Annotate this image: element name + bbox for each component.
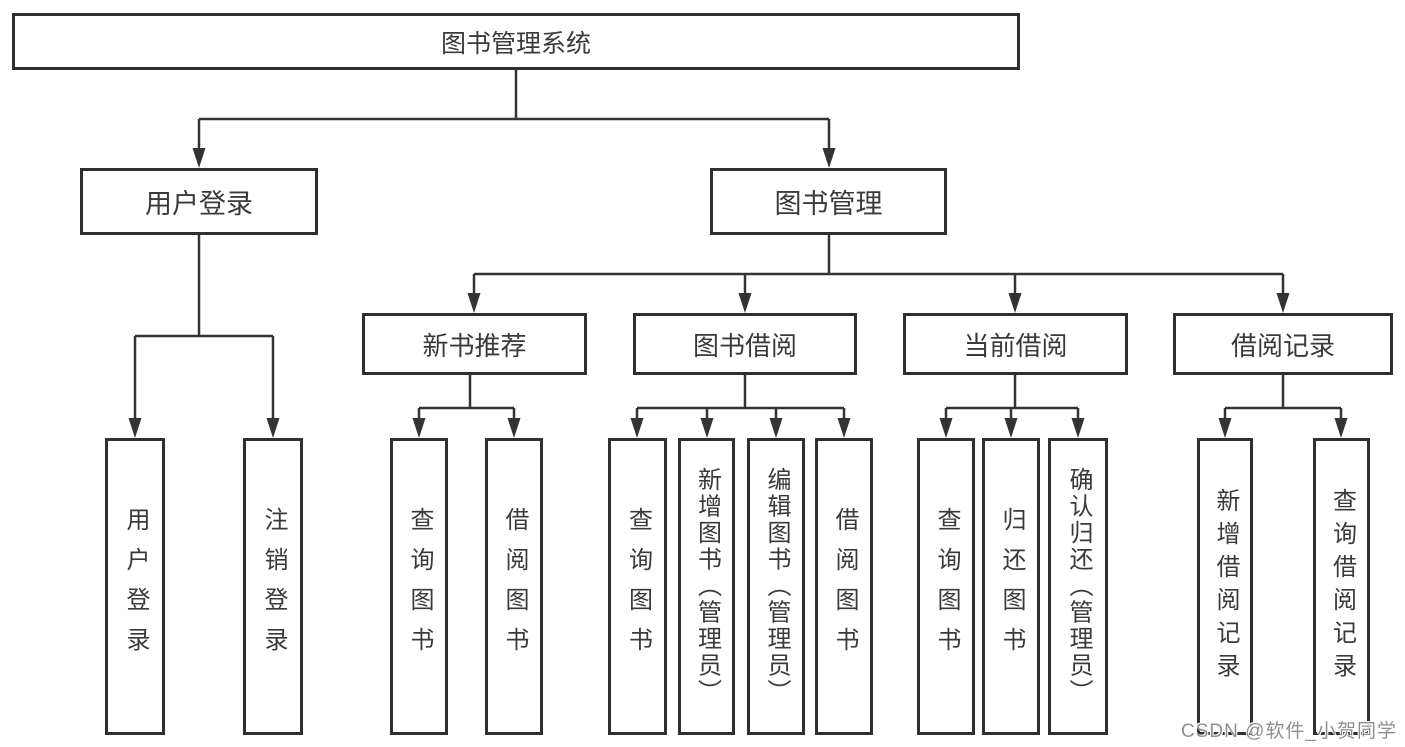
arrow-book-management (822, 148, 836, 168)
node-label: 用户登录 (122, 506, 149, 667)
leaf-logout-login: 注销登录 (243, 438, 303, 735)
node-label: 新书推荐 (422, 330, 527, 361)
node-book-management: 图书管理 (710, 168, 947, 235)
arrow-add-record (1218, 418, 1232, 438)
node-label: 当前借阅 (963, 330, 1068, 361)
node-label: 用户登录 (145, 189, 253, 219)
leaf-edit-books-admin: 编辑图书（管理员） (747, 438, 805, 735)
arrow-add-books (700, 418, 714, 438)
arrow-leaf-logout (266, 418, 280, 438)
leaf-confirm-return-admin: 确认归还（管理员） (1048, 438, 1108, 735)
node-label: 借阅图书 (501, 506, 528, 667)
leaf-borrow-books-under-book-borrow: 借阅图书 (815, 438, 873, 735)
arrow-leaf-user-login (128, 418, 142, 438)
leaf-query-borrow-record: 查询借阅记录 (1313, 438, 1370, 735)
node-label: 查询图书 (933, 506, 960, 667)
node-label: 查询借阅记录 (1328, 487, 1356, 686)
arrow-borrow-records (1276, 293, 1290, 313)
node-label: 图书管理 (774, 189, 883, 219)
csdn-watermark: CSDN @软件_小贺同学 (1181, 721, 1397, 742)
leaf-add-borrow-record: 新增借阅记录 (1197, 438, 1253, 735)
node-label: 查询图书 (624, 506, 652, 667)
leaf-query-books-under-current-borrow: 查询图书 (917, 438, 975, 735)
node-label: 注销登录 (260, 506, 287, 667)
node-label: 归还图书 (998, 506, 1025, 667)
leaf-query-books-under-book-borrow: 查询图书 (608, 438, 667, 735)
node-book-borrow: 图书借阅 (633, 313, 857, 375)
arrow-user-login (192, 148, 206, 168)
node-label: 编辑图书（管理员） (763, 467, 790, 706)
arrow-new-book (467, 293, 481, 313)
arrow-query-record (1334, 418, 1348, 438)
node-label: 图书管理系统 (440, 29, 591, 58)
arrow-confirm-return (1071, 418, 1085, 438)
node-label: 借阅记录 (1230, 330, 1335, 361)
arrow-query-books-2 (412, 418, 426, 438)
arrow-query-books-4 (939, 418, 953, 438)
arrow-borrow-books-2 (507, 418, 521, 438)
node-label: 确认归还（管理员） (1065, 467, 1092, 706)
node-label: 图书借阅 (692, 330, 797, 361)
leaf-return-books: 归还图书 (982, 438, 1040, 735)
node-label: 新增借阅记录 (1212, 487, 1239, 686)
leaf-user-login: 用户登录 (105, 438, 165, 735)
node-label: 查询图书 (406, 506, 433, 667)
arrow-book-borrow (738, 293, 752, 313)
node-borrow-records: 借阅记录 (1173, 313, 1393, 375)
node-label: 新增图书（管理员） (693, 467, 721, 706)
node-library-management-system: 图书管理系统 (12, 13, 1020, 70)
arrow-borrow-books-3 (837, 418, 851, 438)
leaf-query-books-under-new-book: 查询图书 (390, 438, 448, 735)
arrow-query-books-3 (630, 418, 644, 438)
arrow-edit-books (769, 418, 783, 438)
node-user-login: 用户登录 (80, 168, 318, 235)
arrow-current-borrow (1008, 293, 1022, 313)
arrow-return-books (1004, 418, 1018, 438)
node-new-book-recommend: 新书推荐 (362, 313, 587, 375)
leaf-borrow-books-under-new-book: 借阅图书 (485, 438, 543, 735)
node-current-borrow: 当前借阅 (903, 313, 1128, 375)
leaf-add-books-admin: 新增图书（管理员） (678, 438, 735, 735)
node-label: 借阅图书 (831, 506, 858, 667)
